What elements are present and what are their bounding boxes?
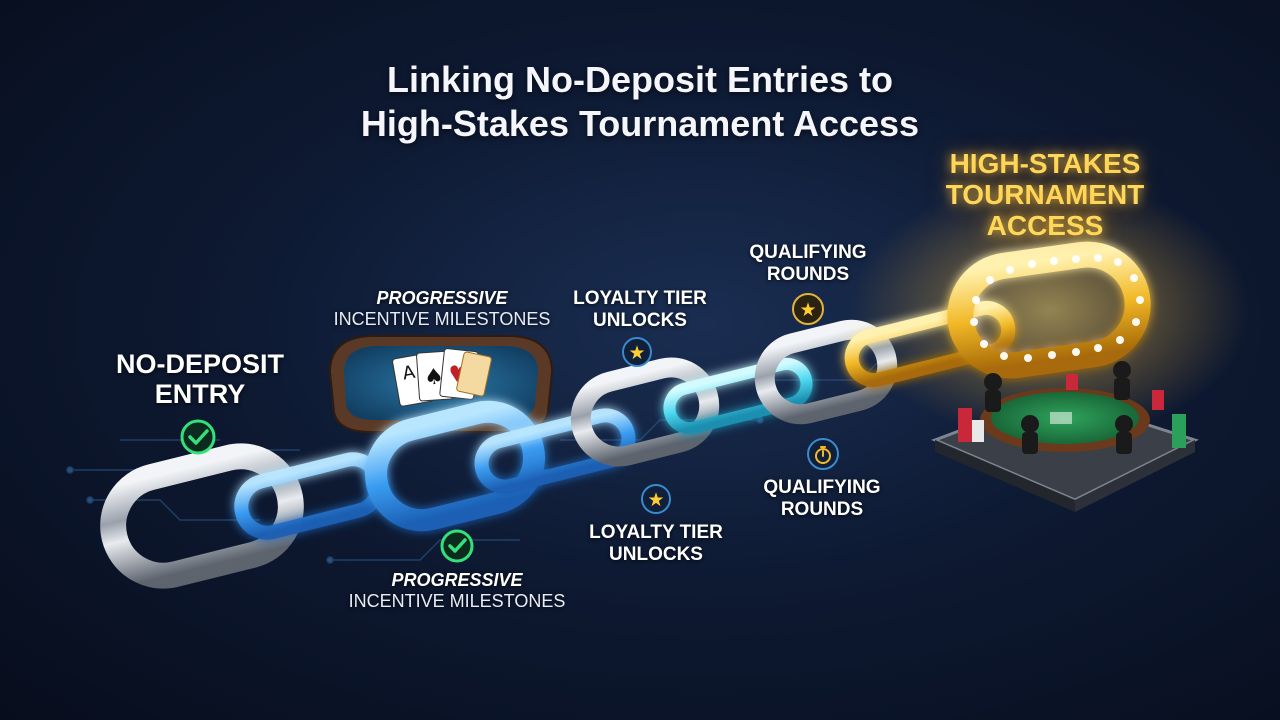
chain-link-9-gold-diamond: [947, 241, 1151, 379]
svg-text:♠: ♠: [423, 364, 444, 390]
loyalty-top-star-icon: ★: [622, 337, 652, 367]
no-deposit-check-icon: [180, 419, 216, 455]
label-progressive-bottom-main: PROGRESSIVE: [391, 570, 523, 590]
diagram-title: Linking No-Deposit Entries to High-Stake…: [240, 58, 1040, 146]
title-line-1: Linking No-Deposit Entries to: [386, 59, 893, 100]
tournament-table-illustration: [930, 361, 1199, 512]
progressive-check-icon: [440, 529, 474, 563]
label-qualifying-bottom-line1: QUALIFYING: [763, 477, 881, 498]
chain-link-3-blue: [365, 400, 545, 532]
label-no-deposit-line2: ENTRY: [154, 379, 246, 409]
label-loyalty-bottom-line1: LOYALTY TIER: [589, 522, 723, 543]
chain-link-1-chrome: [100, 443, 304, 589]
label-qualifying-top-line2: ROUNDS: [766, 264, 850, 285]
qualifying-stopwatch-icon: [807, 438, 839, 470]
label-qualifying-top: QUALIFYING ROUNDS: [718, 242, 898, 286]
label-qualifying-top-line1: QUALIFYING: [749, 242, 867, 263]
label-high-stakes-line3: ACCESS: [986, 210, 1104, 241]
label-loyalty-top-line1: LOYALTY TIER: [573, 288, 707, 309]
chain-link-4-blue: [474, 408, 636, 494]
label-high-stakes-access: HIGH-STAKES TOURNAMENT ACCESS: [920, 148, 1170, 241]
qualifying-top-star-icon: ★: [792, 293, 824, 325]
label-loyalty-bottom-line2: UNLOCKS: [609, 544, 703, 565]
svg-text:★: ★: [647, 489, 664, 511]
gold-aura: [850, 180, 1250, 440]
chain-link-6-cyan: [663, 357, 813, 435]
label-high-stakes-line2: TOURNAMENT: [945, 179, 1145, 210]
label-loyalty-bottom: LOYALTY TIER UNLOCKS: [556, 522, 756, 566]
title-line-2: High-Stakes Tournament Access: [360, 103, 920, 144]
diamond-studs: [970, 254, 1144, 362]
label-progressive-bottom: PROGRESSIVE INCENTIVE MILESTONES: [327, 570, 587, 612]
svg-text:★: ★: [799, 299, 816, 321]
svg-text:A: A: [401, 362, 417, 385]
label-progressive-top-sub: INCENTIVE MILESTONES: [333, 309, 551, 329]
label-no-deposit-entry: NO-DEPOSIT ENTRY: [80, 349, 320, 409]
label-progressive-top-main: PROGRESSIVE: [376, 288, 508, 308]
label-loyalty-top-line2: UNLOCKS: [593, 310, 687, 331]
svg-text:★: ★: [628, 342, 645, 364]
loyalty-bottom-star-icon: ★: [641, 484, 671, 514]
label-qualifying-bottom: QUALIFYING ROUNDS: [730, 477, 914, 521]
chain-link-8-gold: [844, 300, 1016, 388]
chain-link-7-chrome: [754, 319, 898, 425]
label-qualifying-bottom-line2: ROUNDS: [780, 499, 864, 520]
label-progressive-top: PROGRESSIVE INCENTIVE MILESTONES: [312, 288, 572, 330]
chain-link-5-chrome: [570, 357, 720, 467]
label-high-stakes-line1: HIGH-STAKES: [949, 148, 1141, 179]
label-loyalty-top: LOYALTY TIER UNLOCKS: [540, 288, 740, 332]
label-no-deposit-line1: NO-DEPOSIT: [115, 349, 284, 379]
label-progressive-bottom-sub: INCENTIVE MILESTONES: [348, 591, 566, 611]
